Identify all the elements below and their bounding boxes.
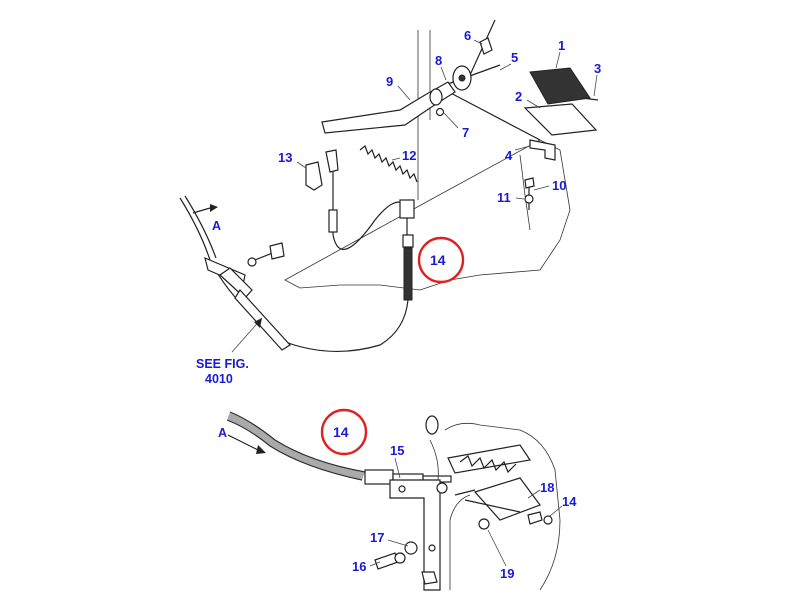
shaft-rod bbox=[321, 81, 456, 134]
callout-5: 5 bbox=[511, 50, 518, 65]
callout-3: 3 bbox=[594, 61, 601, 76]
callout-8: 8 bbox=[435, 53, 442, 68]
outer-cable-lower bbox=[229, 411, 366, 473]
callout-14-right: 14 bbox=[562, 494, 577, 509]
callout-labels: 1 2 3 4 5 6 7 8 9 10 11 12 13 14 14 14 1… bbox=[196, 28, 601, 581]
cable-threaded-end bbox=[403, 247, 413, 301]
callout-11: 11 bbox=[497, 190, 511, 205]
callout-7: 7 bbox=[462, 125, 469, 140]
see-fig-label: SEE FIG. bbox=[196, 357, 249, 371]
direction-label-lower: A bbox=[218, 426, 227, 440]
lower-assembly bbox=[226, 411, 561, 591]
callout-14-lower: 14 bbox=[333, 424, 349, 440]
callout-16: 16 bbox=[352, 559, 366, 574]
highlight-circle-lower bbox=[320, 408, 368, 456]
callout-19: 19 bbox=[500, 566, 514, 581]
callout-9: 9 bbox=[386, 74, 393, 89]
callout-1: 1 bbox=[558, 38, 565, 53]
pedal-pad-upper bbox=[529, 67, 591, 105]
direction-label-upper: A bbox=[212, 219, 221, 233]
see-fig-number: 4010 bbox=[205, 372, 233, 386]
leader-lines bbox=[296, 39, 598, 567]
upper-assembly bbox=[179, 19, 599, 353]
callout-4: 4 bbox=[505, 148, 513, 163]
callout-15: 15 bbox=[390, 443, 404, 458]
callout-2: 2 bbox=[515, 89, 522, 104]
callout-13: 13 bbox=[278, 150, 292, 165]
highlight-circle-upper bbox=[417, 236, 465, 284]
callout-18: 18 bbox=[540, 480, 554, 495]
callout-14-upper: 14 bbox=[430, 252, 446, 268]
pedal-pad-lower bbox=[523, 103, 598, 136]
spring bbox=[359, 145, 418, 183]
callout-10: 10 bbox=[552, 178, 566, 193]
callout-17: 17 bbox=[370, 530, 384, 545]
callout-6: 6 bbox=[464, 28, 471, 43]
callout-12: 12 bbox=[402, 148, 416, 163]
